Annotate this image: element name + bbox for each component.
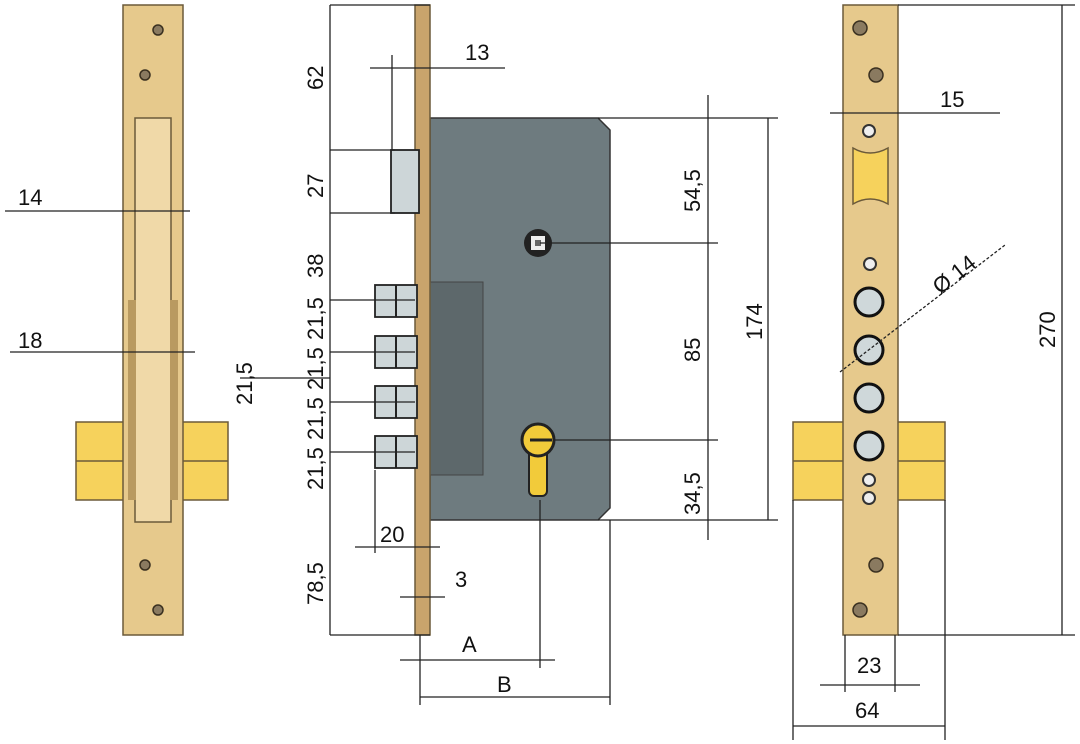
screw-icon [852, 20, 868, 36]
dim-174: 174 [742, 303, 767, 340]
dim-15: 15 [940, 87, 964, 112]
screw-icon [868, 557, 884, 573]
screw-icon [139, 559, 151, 571]
dim-b: B [497, 672, 512, 697]
dim-18: 18 [18, 328, 42, 353]
dim-bolt-spacing: 21,5 [232, 362, 257, 405]
side-view: 62 27 38 21,5 21,5 21,5 21,5 78,5 21,5 1… [232, 4, 778, 705]
faceplate-edge [414, 4, 431, 636]
dim-21-5-c: 21,5 [303, 397, 328, 440]
dim-23: 23 [857, 653, 881, 678]
faceplate [842, 4, 899, 636]
dim-27: 27 [303, 174, 328, 198]
front-view: 14 18 [5, 4, 229, 636]
deadbolts [374, 284, 418, 469]
screw-icon [852, 602, 868, 618]
dim-64: 64 [855, 698, 879, 723]
dim-13: 13 [465, 40, 489, 65]
dim-a: A [462, 632, 477, 657]
dim-85: 85 [680, 338, 705, 362]
dim-14: 14 [18, 185, 42, 210]
bolt-slot [134, 117, 172, 523]
dim-54-5: 54,5 [680, 169, 705, 212]
dim-21-5-a: 21,5 [303, 297, 328, 340]
dim-20: 20 [380, 522, 404, 547]
screw-icon [152, 604, 164, 616]
dim-diameter-14: Ø 14 [928, 250, 981, 299]
plate-view: 15 Ø 14 270 23 64 [792, 4, 1075, 740]
latch-opening [852, 146, 889, 206]
dim-38: 38 [303, 254, 328, 278]
latch-bolt [390, 149, 420, 214]
bolt-hole [853, 382, 885, 414]
dim-270: 270 [1035, 311, 1060, 348]
dim-21-5-b: 21,5 [303, 347, 328, 390]
screw-icon [139, 69, 151, 81]
bolt-hole [853, 430, 885, 462]
dim-62: 62 [303, 66, 328, 90]
dim-78-5: 78,5 [303, 562, 328, 605]
screw-icon [868, 67, 884, 83]
screw-icon [152, 24, 164, 36]
dim-3: 3 [455, 567, 467, 592]
bolt-hole [853, 286, 885, 318]
dim-34-5: 34,5 [680, 472, 705, 515]
dim-21-5-d: 21,5 [303, 447, 328, 490]
bolt-mechanism [429, 281, 484, 476]
